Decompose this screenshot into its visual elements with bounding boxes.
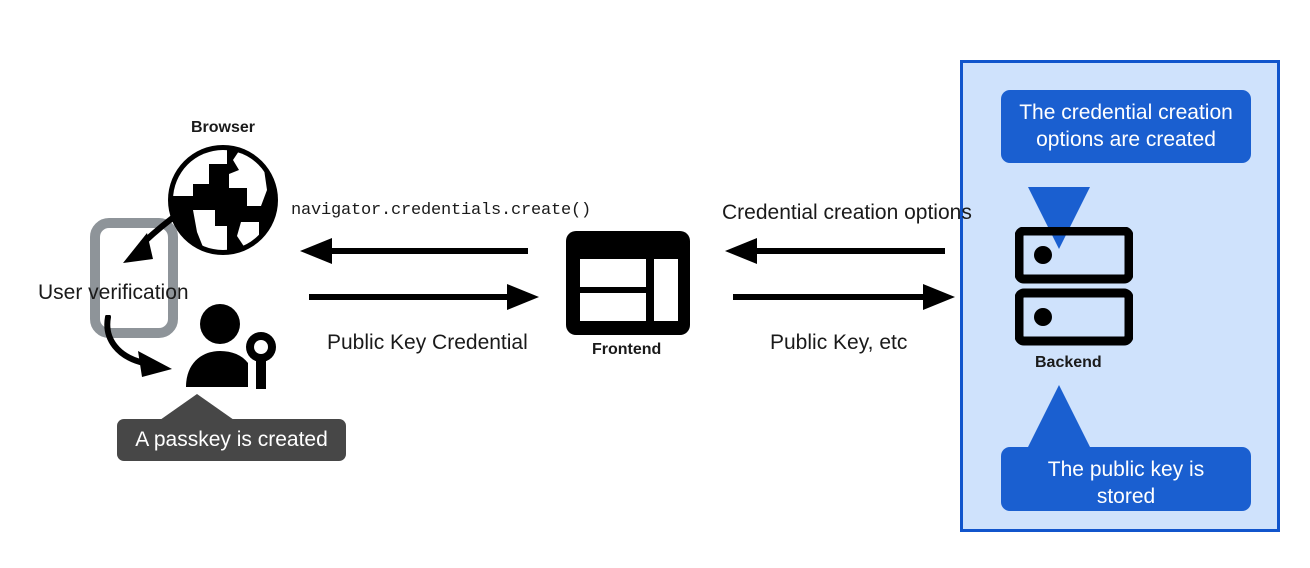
backend-bottom-bubble: The public key is stored <box>1001 447 1251 511</box>
message-navigator-credentials-create: navigator.credentials.create() <box>291 201 592 220</box>
globe-icon <box>163 140 283 260</box>
server-rack-icon <box>1014 226 1134 347</box>
arrow-backend-to-frontend <box>725 236 947 266</box>
frontend-label: Frontend <box>592 341 662 358</box>
backend-panel: The credential creation options are crea… <box>960 60 1280 532</box>
top-bubble-tail-icon <box>1028 187 1090 249</box>
user-verification-label: User verification <box>38 281 189 304</box>
arrow-device-to-user-icon <box>100 314 220 395</box>
bottom-bubble-tail-icon <box>1028 385 1090 447</box>
arrow-browser-to-device-icon <box>95 185 230 280</box>
browser-label: Browser <box>191 119 256 136</box>
backend-label: Backend <box>1035 354 1102 371</box>
arrow-frontend-to-browser <box>300 236 530 266</box>
passkey-tooltip-tail-icon <box>160 394 234 420</box>
message-public-key-credential: Public Key Credential <box>327 331 528 354</box>
person-with-key-icon <box>184 303 284 393</box>
arrow-frontend-to-backend <box>733 282 955 312</box>
backend-bottom-bubble-line1: The public key is <box>1047 458 1205 481</box>
message-public-key-etc: Public Key, etc <box>770 331 908 354</box>
backend-top-bubble-line1: The credential creation <box>1019 101 1233 124</box>
backend-top-bubble-line2: options are created <box>1036 128 1216 151</box>
smartphone-icon <box>90 218 178 338</box>
backend-top-bubble: The credential creation options are crea… <box>1001 90 1251 163</box>
backend-bottom-bubble-line2: stored <box>1096 485 1156 508</box>
passkey-tooltip: A passkey is created <box>117 419 346 461</box>
web-layout-icon <box>566 231 690 335</box>
message-credential-creation-options: Credential creation options <box>722 201 972 224</box>
arrow-browser-to-frontend <box>309 282 539 312</box>
